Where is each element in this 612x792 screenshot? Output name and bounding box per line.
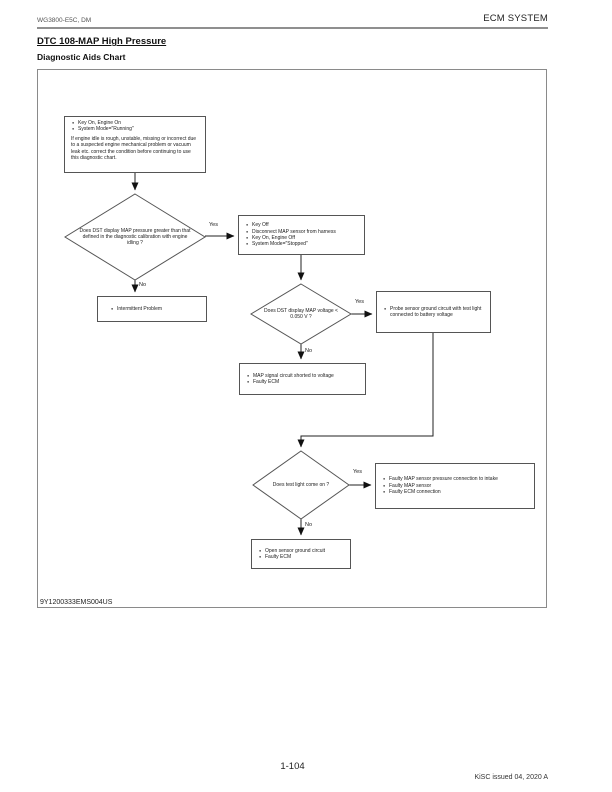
- bullet-item: System Mode="Running": [71, 126, 199, 133]
- edge-label-yes-1: Yes: [209, 222, 218, 228]
- doc-code: WG3800-E5C, DM: [37, 17, 92, 24]
- dtc-title: DTC 108-MAP High Pressure: [37, 36, 167, 47]
- terminal-node-open-ground: Open sensor ground circuit Faulty ECM: [251, 539, 351, 569]
- decision-3-text: Does test light come on ?: [272, 482, 330, 488]
- bullet-item: Key Off: [245, 222, 358, 229]
- flowchart-frame: Key On, Engine On System Mode="Running" …: [37, 69, 547, 608]
- bullet-item: Faulty MAP sensor pressure connection to…: [382, 476, 528, 483]
- edge-label-no-2: No: [305, 348, 313, 354]
- action-node-key-off: Key Off Disconnect MAP sensor from harne…: [238, 215, 365, 255]
- decision-2-shape: [250, 283, 352, 345]
- bullet-item: Faulty MAP sensor: [382, 483, 528, 490]
- figure-id: 9Y1200333EMS004US: [40, 599, 113, 606]
- bullet-item: Faulty ECM connection: [382, 489, 528, 496]
- action-node-probe: Probe sensor ground circuit with test li…: [376, 291, 491, 333]
- start-node: Key On, Engine On System Mode="Running" …: [64, 116, 206, 173]
- bullet-item: Faulty ECM: [246, 379, 359, 386]
- decision-3-shape: [252, 450, 350, 520]
- edge-label-yes-2: Yes: [355, 299, 364, 305]
- terminal-node-shorted: MAP signal circuit shorted to voltage Fa…: [239, 363, 366, 395]
- header-rule: [37, 27, 548, 29]
- terminal-node-intermittent: Intermittent Problem: [97, 296, 207, 322]
- edge-label-no-3: No: [305, 522, 313, 528]
- edge-probe-to-decision3: [297, 333, 434, 448]
- bullet-item: Intermittent Problem: [110, 306, 200, 313]
- bullet-item: System Mode="Stopped": [245, 241, 358, 248]
- bullet-item: Faulty ECM: [258, 554, 344, 561]
- bullet-item: MAP signal circuit shorted to voltage: [246, 373, 359, 380]
- bullet-item: Key On, Engine Off: [245, 235, 358, 242]
- edge-label-yes-3: Yes: [353, 469, 362, 475]
- page-number: 1-104: [280, 761, 305, 772]
- flowchart-connectors: [64, 173, 434, 536]
- decision-2-text: Does DST display MAP voltage < 0.050 V ?: [264, 308, 338, 320]
- decision-1-shape: [64, 193, 206, 281]
- page-header: WG3800-E5C, DM ECM SYSTEM: [37, 13, 548, 24]
- section-title: ECM SYSTEM: [483, 13, 548, 24]
- bullet-item: Open sensor ground circuit: [258, 548, 344, 555]
- bullet-item: Key On, Engine On: [71, 120, 199, 127]
- decision-1-text: Does DST display MAP pressure greater th…: [79, 228, 191, 246]
- bullet-item: Probe sensor ground circuit with test li…: [383, 306, 484, 319]
- edge-label-no-1: No: [139, 282, 147, 288]
- issue-note: KiSC issued 04, 2020 A: [474, 774, 548, 781]
- action-node-faulty-map: Faulty MAP sensor pressure connection to…: [375, 463, 535, 509]
- bullet-item: Disconnect MAP sensor from harness: [245, 229, 358, 236]
- start-note: If engine idle is rough, unstable, missi…: [71, 135, 197, 162]
- chart-subtitle: Diagnostic Aids Chart: [37, 52, 126, 62]
